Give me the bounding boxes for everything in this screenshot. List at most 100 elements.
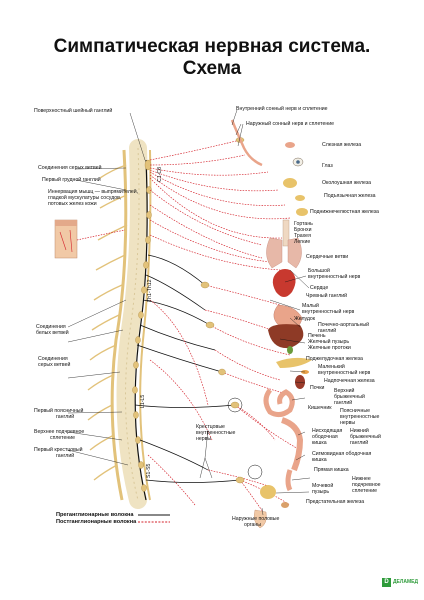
label-descending-colon-3: кишка [312,440,327,446]
bladder-icon [260,485,276,499]
lacrimal-gland-icon [285,142,295,148]
spine-label-cervical: C1-C8 [157,167,163,182]
heart-icon [272,269,296,297]
label-bronchi: Бронхи [294,227,312,233]
label-lumbar-splanchnic-3: нервы [340,420,356,426]
label-liver: Печень [308,333,326,339]
label-cardiac: Сердечные ветви [306,254,349,260]
page-title: Симпатическая нервная система. [53,36,371,57]
trachea-icon [282,219,290,247]
ganglia-chain [132,159,152,492]
label-kidneys: Почки [310,385,325,391]
label-greater-splanchnic-1: Большой [308,268,330,274]
label-internal-carotid: Внутренний сонный нерв и сплетение [236,106,328,112]
label-white-rami-1: Соединения [36,324,66,330]
organs [230,119,312,529]
gallbladder-icon [287,346,293,354]
legend-preganglionic: Преганглионарные волокна [56,512,134,518]
label-innervation-2: гладкой мускулатуры сосудов, [48,195,122,201]
label-adrenal: Надпочечная железа [324,378,375,384]
label-least-splanchnic-1: Маленький [318,364,345,370]
label-lungs: Легкие [294,239,311,245]
skin-fibers [76,229,126,241]
label-inf-mesenteric-3: ганглий [350,440,369,446]
label-first-thoracic-ganglion: Первый грудной ганглий [42,177,101,183]
label-bladder-1: Мочевой [312,483,334,489]
leader-lines [67,109,311,516]
spine-label-thoracic: Th1-Th12 [147,279,153,303]
label-inf-mesenteric-2: брыжеечный [350,434,381,440]
liver-icon [268,324,304,349]
logo-text: ДЕЛАМЕД [393,579,419,585]
label-inf-hypogastric-3: сплетение [352,488,377,494]
label-genitals-2: органы [244,522,262,528]
label-lacrimal: Слезная железа [322,142,362,148]
label-descending-colon-2: ободочная [312,434,338,440]
label-pancreas: Поджелудочная железа [306,356,363,362]
label-descending-colon-1: Нисходящая [312,428,343,434]
label-bladder-2: пузырь [312,489,330,495]
label-parotid: Околоушная железа [322,180,372,186]
label-larynx: Гортань [294,221,313,227]
logo-mark: D [382,578,391,587]
spine-label-sacral: S1-S5 [146,463,152,478]
label-sublingual: Подъязычная железа [324,193,376,199]
label-lesser-splanchnic-1: Малый [302,303,319,309]
label-greater-splanchnic-2: внутренностный нерв [308,274,361,280]
kidney-icon [295,375,305,389]
skin-sample [54,219,78,259]
label-sup-hypogastric-2: сплетение [50,435,75,441]
label-gallbladder: Желчный пузырь [308,339,350,345]
sublingual-icon [295,195,305,201]
label-sacral-splanchnic-1: Крестцовые [196,424,225,430]
label-external-carotid: Наружный сонный нерв и сплетение [246,121,335,127]
submandibular-icon [296,208,308,216]
legend-postganglionic: Постганглионарные волокна [56,519,137,525]
page-subtitle: Схема [182,58,242,79]
label-innervation-1: Иннервация мышц — выпрямителей, [48,189,139,195]
label-sigmoid-1: Сигмовидная ободочная [312,451,372,457]
label-genitals-1: Наружные половые [232,516,280,522]
label-lumbar-splanchnic-2: внутренностные [340,414,380,420]
colon-icon [280,417,304,472]
parotid-icon [283,178,297,188]
spinal-column [110,139,152,509]
prostate-icon [281,502,289,508]
label-superior-cervical-ganglion: Поверхностный шейный ганглий [34,108,113,114]
label-innervation-3: потовых желез кожи [48,201,97,207]
label-eye: Глаз [322,163,333,169]
label-sup-mesenteric-2: брыжеечный [334,394,365,400]
label-first-sacral-2: ганглий [56,453,75,459]
label-lumbar-splanchnic-1: Поясничные [340,408,370,414]
pancreas-icon [276,357,312,368]
label-rectum: Прямая кишка [314,467,349,473]
label-sacral-splanchnic-2: внутренностные [196,430,236,436]
plexus-circle-upper [227,397,243,413]
label-aorticorenal-1: Почечно-аортальный [318,322,370,328]
label-prostate: Предстательная железа [306,499,365,505]
label-celiac: Чревный ганглий [306,293,348,299]
intestine-icon [263,388,295,418]
lungs-icon [266,237,302,269]
label-first-lumbar-2: ганглий [56,414,75,420]
label-trachea: Трахея [294,233,311,239]
head-nerve-icon [230,119,263,167]
label-aorticorenal-2: ганглий [318,328,337,334]
label-gray-rami2-1: Соединения [38,356,68,362]
sympathetic-trunk [134,159,148,501]
label-sigmoid-2: кишка [312,457,327,463]
label-gray-rami: Соединения серых ветвей [38,165,102,171]
label-inf-hypogastric-2: подчревное [352,482,381,488]
publisher-logo: D ДЕЛАМЕД [382,578,418,587]
label-white-rami-2: белых ветвей [36,330,69,336]
label-least-splanchnic-2: внутренностный нерв [318,370,371,376]
plexus-circle-lower [247,464,263,480]
label-submandibular: Поднижнечелюстная железа [310,209,379,215]
genitals-icon [253,509,267,529]
postganglionic-fibers [147,139,301,516]
label-heart: Сердце [310,285,329,291]
label-intestine: Кишечник [308,405,332,411]
label-bile-ducts: Желчные протоки [308,345,351,351]
label-lesser-splanchnic-2: внутренностный нерв [302,309,355,315]
